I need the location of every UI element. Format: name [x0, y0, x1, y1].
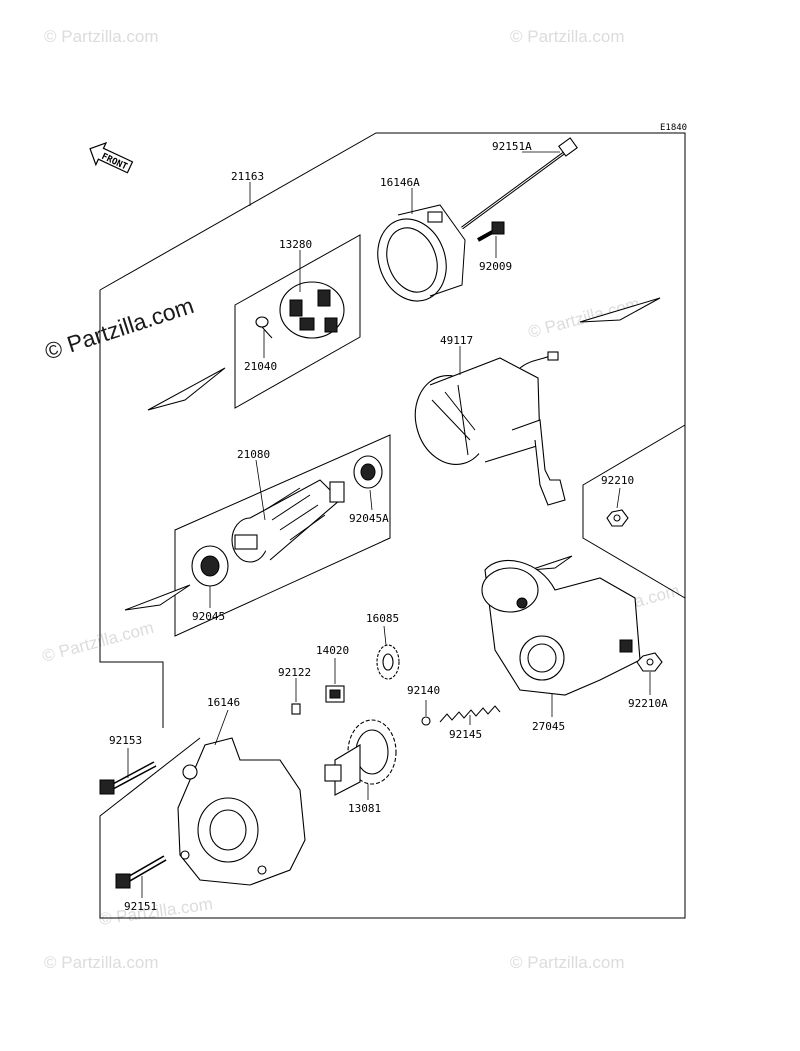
label-92210: 92210: [601, 474, 634, 487]
part-16146-housing: [177, 737, 306, 886]
label-92145: 92145: [449, 728, 482, 741]
armature-box: [174, 434, 391, 637]
part-92151-bolt: [115, 855, 167, 889]
watermark-mid-left: © Partzilla.com: [40, 618, 156, 666]
label-92140: 92140: [407, 684, 440, 697]
label-27045: 27045: [532, 720, 565, 733]
label-92009: 92009: [479, 260, 512, 273]
part-27045-switch: [481, 560, 641, 696]
assembly-arrow-mid: [529, 555, 573, 571]
label-92210A: 92210A: [628, 697, 668, 710]
faint-watermarks: © Partzilla.com © Partzilla.com © Partzi…: [40, 27, 682, 972]
part-49117-yoke: [414, 351, 566, 506]
assembly-arrow-lower: [124, 584, 191, 611]
label-13280: 13280: [279, 238, 312, 251]
front-arrow: FRONT: [89, 141, 134, 174]
label-21163: 21163: [231, 170, 264, 183]
part-14020-retainer: [325, 685, 345, 703]
label-16146A: 16146A: [380, 176, 420, 189]
part-21080-armature: [231, 479, 345, 563]
label-92151A: 92151A: [492, 140, 532, 153]
part-92145-spring: [439, 705, 501, 723]
label-92045: 92045: [192, 610, 225, 623]
part-13280-brush-holder: [279, 281, 345, 339]
assembly-arrow-right: [579, 297, 661, 323]
brush-holder-box: [234, 234, 361, 409]
assembly-outline-left: [99, 290, 164, 728]
watermark-bottom-right: © Partzilla.com: [510, 953, 625, 972]
part-92210-nut: [606, 509, 629, 527]
assembly-outline: [99, 132, 686, 919]
part-21040-spring: [255, 316, 273, 339]
front-arrow-icon: [89, 141, 134, 174]
label-92153: 92153: [109, 734, 142, 747]
part-16146A-cover: [377, 204, 466, 302]
part-92045-bearing: [191, 545, 229, 587]
label-16085: 16085: [366, 612, 399, 625]
label-49117: 49117: [440, 334, 473, 347]
leader-lines: [127, 151, 651, 898]
part-92210A-nut: [636, 652, 663, 672]
assembly-outline-right: [582, 424, 686, 599]
part-labels: 92151A 21163 16146A 13280 92009 21040 49…: [109, 140, 668, 913]
part-92153-bolt: [99, 761, 157, 795]
label-14020: 14020: [316, 644, 349, 657]
part-92009-screw: [477, 221, 505, 242]
label-21080: 21080: [237, 448, 270, 461]
label-13081: 13081: [348, 802, 381, 815]
label-92151: 92151: [124, 900, 157, 913]
watermark-bottom-left: © Partzilla.com: [44, 953, 159, 972]
part-92140-ball: [421, 716, 431, 726]
part-13081-clutch: [324, 719, 397, 796]
part-92122-pin: [291, 703, 301, 715]
diagram-code: E1840: [660, 123, 687, 133]
watermark-top-right: © Partzilla.com: [510, 27, 625, 46]
label-92122: 92122: [278, 666, 311, 679]
part-92045A-bearing: [353, 455, 383, 489]
assembly-arrow-upper: [147, 367, 226, 411]
label-21040: 21040: [244, 360, 277, 373]
part-16085-gear: [376, 644, 400, 680]
part-92151A-bolt: [461, 137, 578, 230]
label-92045A: 92045A: [349, 512, 389, 525]
watermark-main: © Partzilla.com: [42, 292, 197, 365]
watermark-top-left: © Partzilla.com: [44, 27, 159, 46]
label-16146: 16146: [207, 696, 240, 709]
